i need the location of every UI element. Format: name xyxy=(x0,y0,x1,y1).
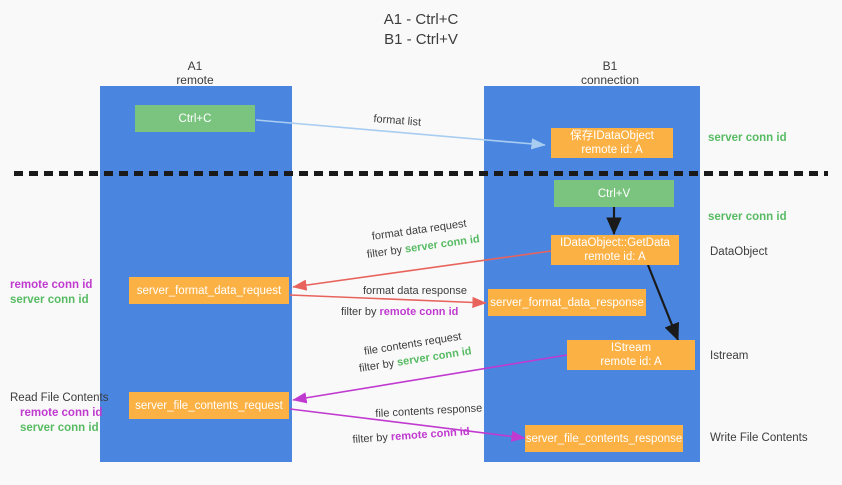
annotation-server-conn-id: server conn id xyxy=(10,294,89,306)
column-header-b1-role: connection xyxy=(580,73,640,87)
filter-prefix: filter by xyxy=(366,243,406,261)
node-idataobject-getdata-label: IDataObject::GetData xyxy=(560,237,670,249)
node-ctrl-c-label: Ctrl+C xyxy=(178,112,212,125)
column-header-b1: B1 connection xyxy=(535,59,685,87)
annotation-group-format-data: remote conn id server conn id xyxy=(10,278,92,308)
node-istream[interactable]: IStream remote id: A xyxy=(567,340,695,370)
node-idataobject-getdata[interactable]: IDataObject::GetData remote id: A xyxy=(551,235,679,265)
column-header-b1-name: B1 xyxy=(602,59,618,73)
node-server-file-contents-request-label: server_file_contents_request xyxy=(135,399,283,412)
node-idataobject-getdata-remote-id: remote id: A xyxy=(584,251,646,263)
column-header-a1-role: remote xyxy=(176,73,214,87)
filter-prefix: filter by xyxy=(358,356,399,375)
annotation-dataobject: DataObject xyxy=(710,246,768,258)
column-header-a1-name: A1 xyxy=(187,59,203,73)
node-ctrl-v-label: Ctrl+V xyxy=(597,187,631,200)
filter-value-remote-conn-id: remote conn id xyxy=(379,306,459,318)
title-line-1: A1 - Ctrl+C xyxy=(383,11,459,28)
edge-label-file-contents-response-filter: filter by remote conn id xyxy=(352,425,470,447)
node-save-idataobject-label: 保存IDataObject xyxy=(570,130,654,142)
node-ctrl-c[interactable]: Ctrl+C xyxy=(135,105,255,132)
node-save-idataobject-remote-id: remote id: A xyxy=(581,144,643,156)
node-istream-label: IStream xyxy=(610,342,652,354)
node-server-format-data-response-label: server_format_data_response xyxy=(490,296,644,309)
title-line-2: B1 - Ctrl+V xyxy=(384,31,458,48)
annotation-write-file-contents: Write File Contents xyxy=(710,432,808,444)
annotation-istream: Istream xyxy=(710,350,749,362)
annotation-server-conn-id-mid: server conn id xyxy=(708,211,787,223)
filter-value-remote-conn-id: remote conn id xyxy=(390,425,470,444)
annotation-server-conn-id-top: server conn id xyxy=(708,132,787,144)
edge-label-format-data-response-filter: filter by remote conn id xyxy=(341,305,458,319)
node-server-format-data-response[interactable]: server_format_data_response xyxy=(488,289,646,316)
column-header-a1: A1 remote xyxy=(120,59,270,87)
node-ctrl-v[interactable]: Ctrl+V xyxy=(554,180,674,207)
filter-prefix: filter by xyxy=(352,431,392,446)
edge-label-format-data-response: format data response xyxy=(363,285,467,297)
node-server-file-contents-response[interactable]: server_file_contents_response xyxy=(525,425,683,452)
annotation-group-file-contents: Read File Contents remote conn id server… xyxy=(10,391,108,436)
node-server-format-data-request-label: server_format_data_request xyxy=(136,284,282,297)
annotation-read-file-contents: Read File Contents xyxy=(10,392,109,404)
page-title: A1 - Ctrl+C B1 - Ctrl+V xyxy=(0,10,842,50)
node-server-file-contents-request[interactable]: server_file_contents_request xyxy=(129,392,289,419)
edge-label-file-contents-response: file contents response xyxy=(375,402,483,420)
annotation-remote-conn-id: remote conn id xyxy=(10,279,93,291)
node-server-format-data-request[interactable]: server_format_data_request xyxy=(129,277,289,304)
annotation-remote-conn-id: remote conn id xyxy=(20,407,103,419)
node-save-idataobject[interactable]: 保存IDataObject remote id: A xyxy=(551,128,673,158)
filter-prefix: filter by xyxy=(341,306,380,318)
trust-boundary-divider xyxy=(14,171,828,176)
node-istream-remote-id: remote id: A xyxy=(600,356,662,368)
edge-label-format-list: format list xyxy=(372,112,422,129)
node-server-file-contents-response-label: server_file_contents_response xyxy=(525,432,683,445)
annotation-server-conn-id: server conn id xyxy=(20,422,99,434)
